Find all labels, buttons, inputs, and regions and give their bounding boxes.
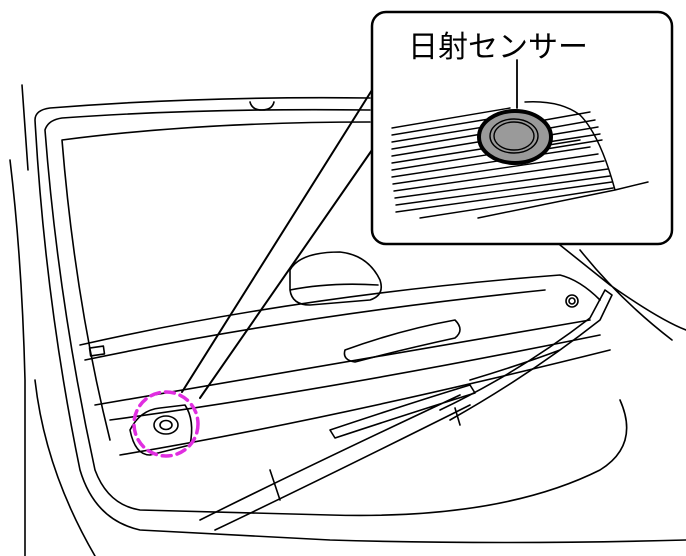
dashboard-edge xyxy=(79,274,601,361)
sensor-base xyxy=(129,404,193,456)
left-body-line xyxy=(9,84,29,556)
windshield-inner-2 xyxy=(61,121,371,441)
hud-cover xyxy=(289,251,383,306)
sensor-highlight-circle xyxy=(132,390,200,458)
dashboard-front xyxy=(94,319,611,456)
inset-dashboard-edge xyxy=(477,101,649,219)
wiper-arm-left xyxy=(199,384,476,531)
center-vent xyxy=(343,319,461,363)
solar-sensor-label: 日射センサー xyxy=(408,30,588,65)
left-clip xyxy=(88,345,106,357)
right-screw xyxy=(565,294,579,308)
mirror-mount xyxy=(249,101,275,111)
sensor-outer xyxy=(153,415,179,435)
wiper-blade xyxy=(269,407,461,501)
windshield-outer xyxy=(34,96,686,544)
callout-line-upper xyxy=(181,89,373,393)
solar-sensor-lens xyxy=(493,121,535,151)
windshield-inner xyxy=(44,108,628,517)
callout-line-lower xyxy=(199,149,373,399)
wiper-arm-right xyxy=(439,289,613,421)
right-pillar xyxy=(559,244,686,341)
sensor-inner xyxy=(159,419,173,431)
right-screw-inner xyxy=(568,297,576,305)
left-body-line-2 xyxy=(34,379,96,556)
